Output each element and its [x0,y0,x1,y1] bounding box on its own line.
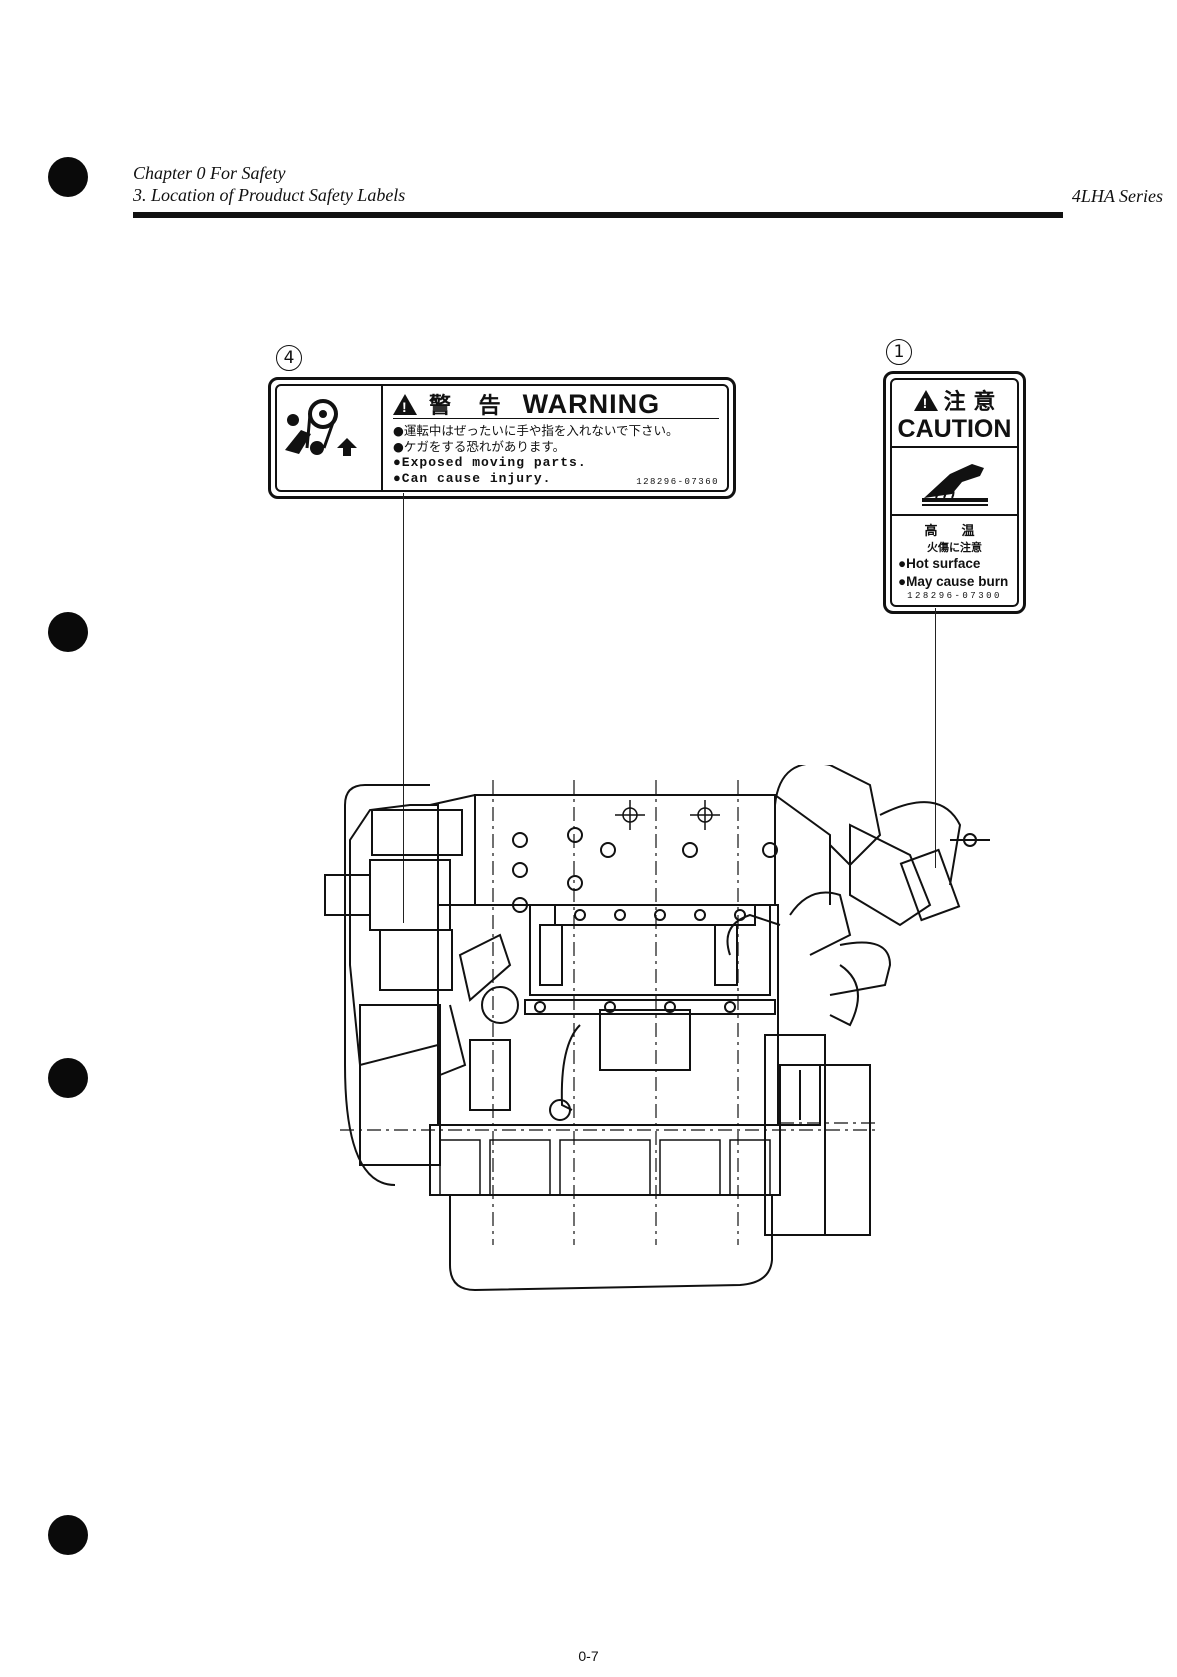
callout-4: 4 [276,344,302,371]
callout-number-4: 4 [276,345,302,371]
warning-triangle-icon [393,394,417,415]
caution-triangle-icon [914,390,938,411]
caution-text-jp-2: 火傷に注意 [898,539,1011,555]
warning-line-2: ●ケガをする恐れがあります。 [393,439,719,455]
section-title: 3. Location of Prouduct Safety Labels [133,184,1163,206]
header-rule [133,212,1063,218]
caution-title-en: CAUTION [892,416,1017,442]
punch-hole-4 [48,1515,88,1555]
callout-1: 1 [886,338,912,365]
punch-hole-2 [48,612,88,652]
page-number: 0-7 [0,1648,1177,1664]
moving-parts-hazard-icon [277,386,383,490]
caution-title-jp: 注 意 [944,384,996,416]
warning-line-1: ●運転中はぜったいに手や指を入れないで下さい。 [393,423,719,439]
series-label: 4LHA Series [1072,186,1163,207]
page-header: Chapter 0 For Safety 3. Location of Prou… [133,162,1163,206]
warning-title: 警 告 WARNING [393,390,719,419]
caution-line-2: ●May cause burn [898,573,1011,591]
hot-surface-hazard-icon [892,448,1017,516]
callout-number-1: 1 [886,339,912,365]
caution-title: 注 意 CAUTION [892,380,1017,448]
engine-side-view-drawing [310,765,1050,1310]
caution-text-jp-1: 高温 [912,520,1011,539]
caution-line-1: ●Hot surface [898,555,1011,573]
punch-hole-3 [48,1058,88,1098]
punch-hole-1 [48,157,88,197]
warning-part-code: 128296-07360 [636,477,719,487]
warning-title-jp: 警 告 [429,388,511,420]
warning-line-3: ●Exposed moving parts. [393,455,719,471]
caution-part-code: 128296-07300 [898,591,1011,601]
caution-label: 注 意 CAUTION 高温 火傷に注意 ●Hot surface ●May c… [883,371,1026,614]
chapter-title: Chapter 0 For Safety [133,162,1163,184]
warning-label: 警 告 WARNING ●運転中はぜったいに手や指を入れないで下さい。 ●ケガを… [268,377,736,499]
warning-title-en: WARNING [523,389,661,420]
